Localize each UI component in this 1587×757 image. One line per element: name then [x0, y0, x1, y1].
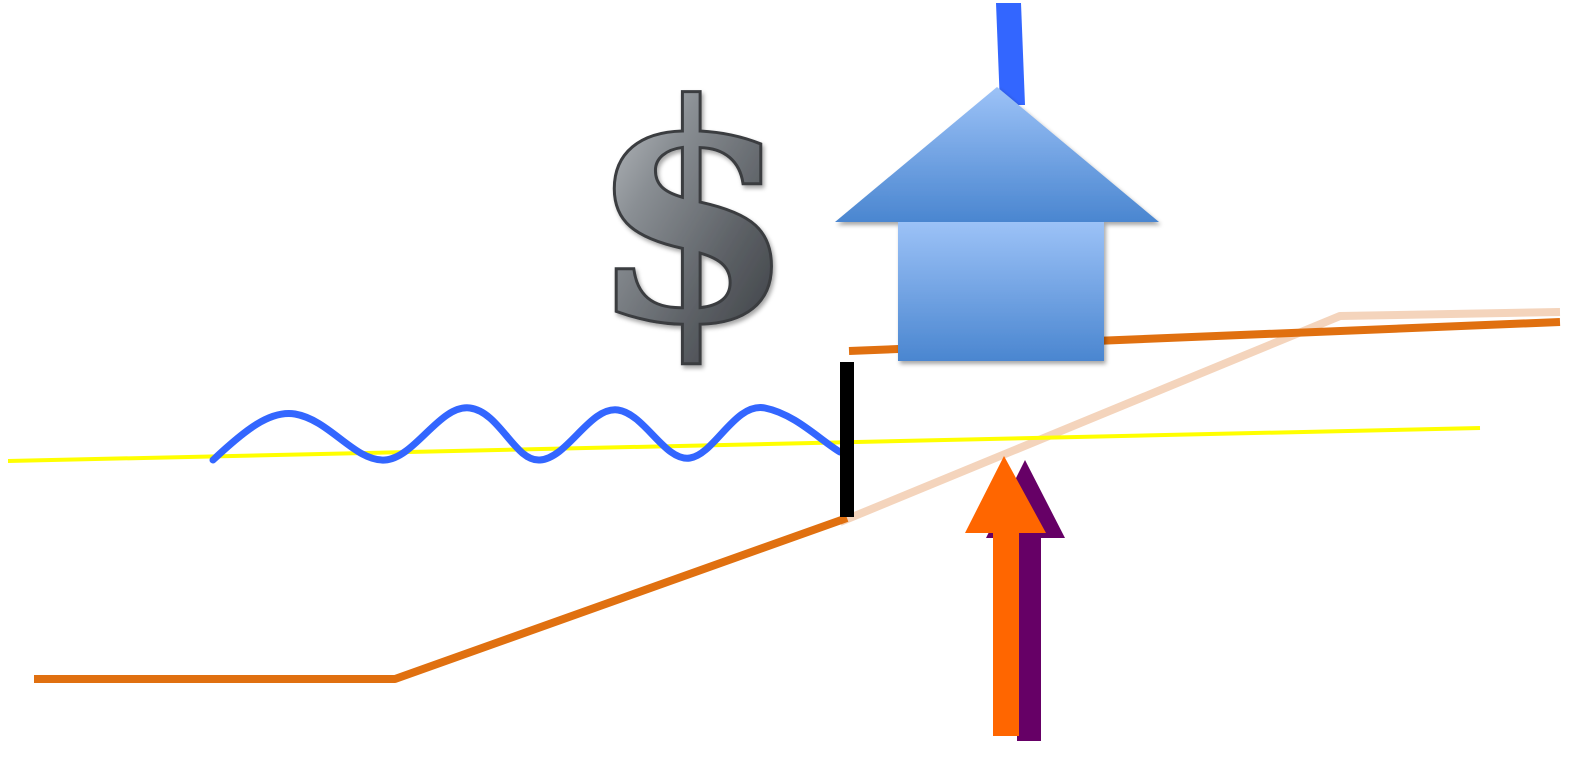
dollar-sign-icon: $	[586, 37, 798, 393]
projected-ground-profile	[838, 308, 1561, 526]
dollar-sign-glyph: $	[588, 38, 797, 391]
house-roof	[835, 87, 1159, 222]
house-icon	[835, 87, 1159, 361]
rise-arrow-orange	[965, 456, 1046, 736]
chimney	[996, 3, 1025, 105]
ground-profile	[34, 514, 849, 683]
house-body	[898, 222, 1104, 361]
wave-line	[209, 404, 844, 464]
water-level-line	[7, 426, 1481, 463]
